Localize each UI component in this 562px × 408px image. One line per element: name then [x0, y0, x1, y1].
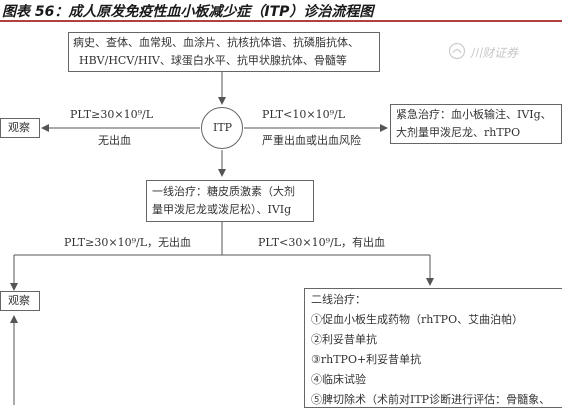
observe-top-label: 观察	[8, 121, 30, 134]
second-line-item: ①促血小板生成药物（rhTPO、艾曲泊帕）	[311, 313, 524, 326]
itp-node: ITP	[201, 107, 243, 149]
title-bar: 图表 56：成人原发免疫性血小板减少症（ITP）诊治流程图	[0, 0, 562, 22]
second-line-box: 二线治疗： ①促血小板生成药物（rhTPO、艾曲泊帕） ②利妥昔单抗 ③rhTP…	[304, 288, 562, 408]
exams-line-1: 病史、查体、血常规、血涂片、抗核抗体谱、抗磷脂抗体、	[73, 36, 359, 49]
edge-left-top-cond: PLT≥30×10⁹/L	[70, 108, 153, 121]
edge-left-bottom-label: PLT≥30×10⁹/L，无出血	[64, 236, 191, 249]
edge-right-top-cond: PLT<10×10⁹/L	[262, 108, 345, 121]
watermark-text: 川财证券	[470, 46, 519, 60]
exams-line-2: HBV/HCV/HIV、球蛋白水平、抗甲状腺抗体、骨髓等	[79, 54, 347, 67]
emergency-line-2: 大剂量甲泼尼龙、rhTPO	[396, 126, 521, 139]
second-line-title: 二线治疗：	[311, 293, 366, 306]
observe-bottom-box: 观察	[0, 291, 40, 311]
second-line-item: ⑤脾切除术（术前对ITP诊断进行评估：骨髓象、	[311, 393, 551, 406]
first-line-box: 一线治疗：糖皮质激素（大剂 量甲泼尼龙或泼尼松）、IVIg	[146, 180, 314, 222]
watermark-logo	[448, 42, 466, 60]
first-line-line-2: 量甲泼尼龙或泼尼松）、IVIg	[152, 203, 292, 216]
exams-box: 病史、查体、血常规、血涂片、抗核抗体谱、抗磷脂抗体、 HBV/HCV/HIV、球…	[68, 32, 380, 72]
first-line-line-1: 一线治疗：糖皮质激素（大剂	[152, 185, 295, 198]
emergency-box: 紧急治疗：血小板输注、IVIg、 大剂量甲泼尼龙、rhTPO	[390, 104, 562, 144]
edge-right-top-note: 严重出血或出血风险	[262, 134, 361, 147]
emergency-line-1: 紧急治疗：血小板输注、IVIg、	[396, 108, 552, 121]
figure-title: 图表 56：成人原发免疫性血小板减少症（ITP）诊治流程图	[2, 4, 374, 20]
edge-right-bottom-label: PLT<30×10⁹/L，有出血	[258, 236, 385, 249]
edge-left-top-note: 无出血	[98, 134, 131, 147]
second-line-item: ④临床试验	[311, 373, 366, 386]
second-line-item: ③rhTPO+利妥昔单抗	[311, 353, 422, 366]
itp-label: ITP	[213, 121, 233, 134]
observe-bottom-label: 观察	[8, 294, 30, 307]
second-line-item: ②利妥昔单抗	[311, 333, 377, 346]
observe-top-box: 观察	[0, 118, 40, 138]
